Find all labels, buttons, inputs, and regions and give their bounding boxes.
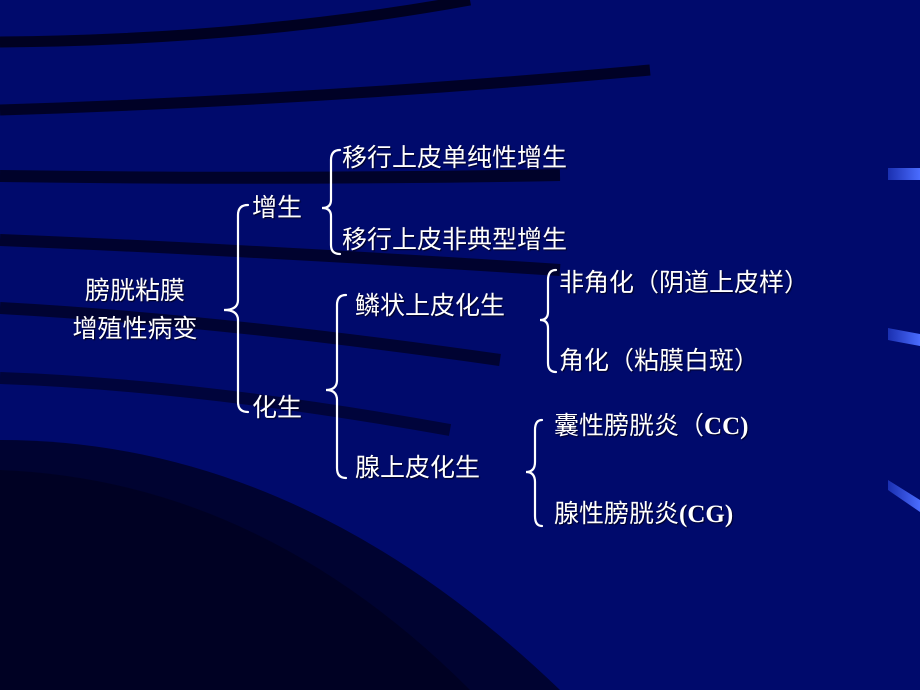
node-squamous-metaplasia: 鳞状上皮化生 — [355, 291, 506, 320]
cystitis-glandularis-cn: 腺性膀胱炎 — [554, 499, 680, 528]
node-atypical-hyperplasia: 移行上皮非典型增生 — [342, 225, 568, 254]
cystitis-cystica-cn: 囊性膀胱炎（ — [554, 411, 705, 440]
glandular-brace — [525, 418, 544, 528]
root-node: 膀胱粘膜 增殖性病变 — [50, 272, 220, 348]
root-line-1: 膀胱粘膜 — [84, 276, 185, 305]
metaplasia-brace — [325, 293, 348, 480]
node-hyperplasia: 增生 — [252, 193, 303, 222]
root-brace — [223, 203, 250, 414]
root-line-2: 增殖性病变 — [72, 314, 198, 343]
node-glandular-metaplasia: 腺上皮化生 — [355, 453, 481, 482]
cystitis-glandularis-abbr: (CG) — [679, 501, 734, 528]
node-cystitis-glandularis: 腺性膀胱炎(CG) — [554, 498, 733, 531]
node-metaplasia: 化生 — [252, 393, 303, 422]
node-keratinizing: 角化（粘膜白斑） — [559, 346, 760, 375]
squamous-brace — [539, 268, 558, 374]
cystitis-cystica-abbr: CC) — [704, 413, 749, 440]
hyperplasia-brace — [321, 148, 342, 256]
node-non-keratinizing: 非角化（阴道上皮样） — [559, 268, 810, 297]
node-cystitis-cystica: 囊性膀胱炎（CC) — [554, 410, 748, 443]
node-simple-hyperplasia: 移行上皮单纯性增生 — [342, 143, 568, 172]
